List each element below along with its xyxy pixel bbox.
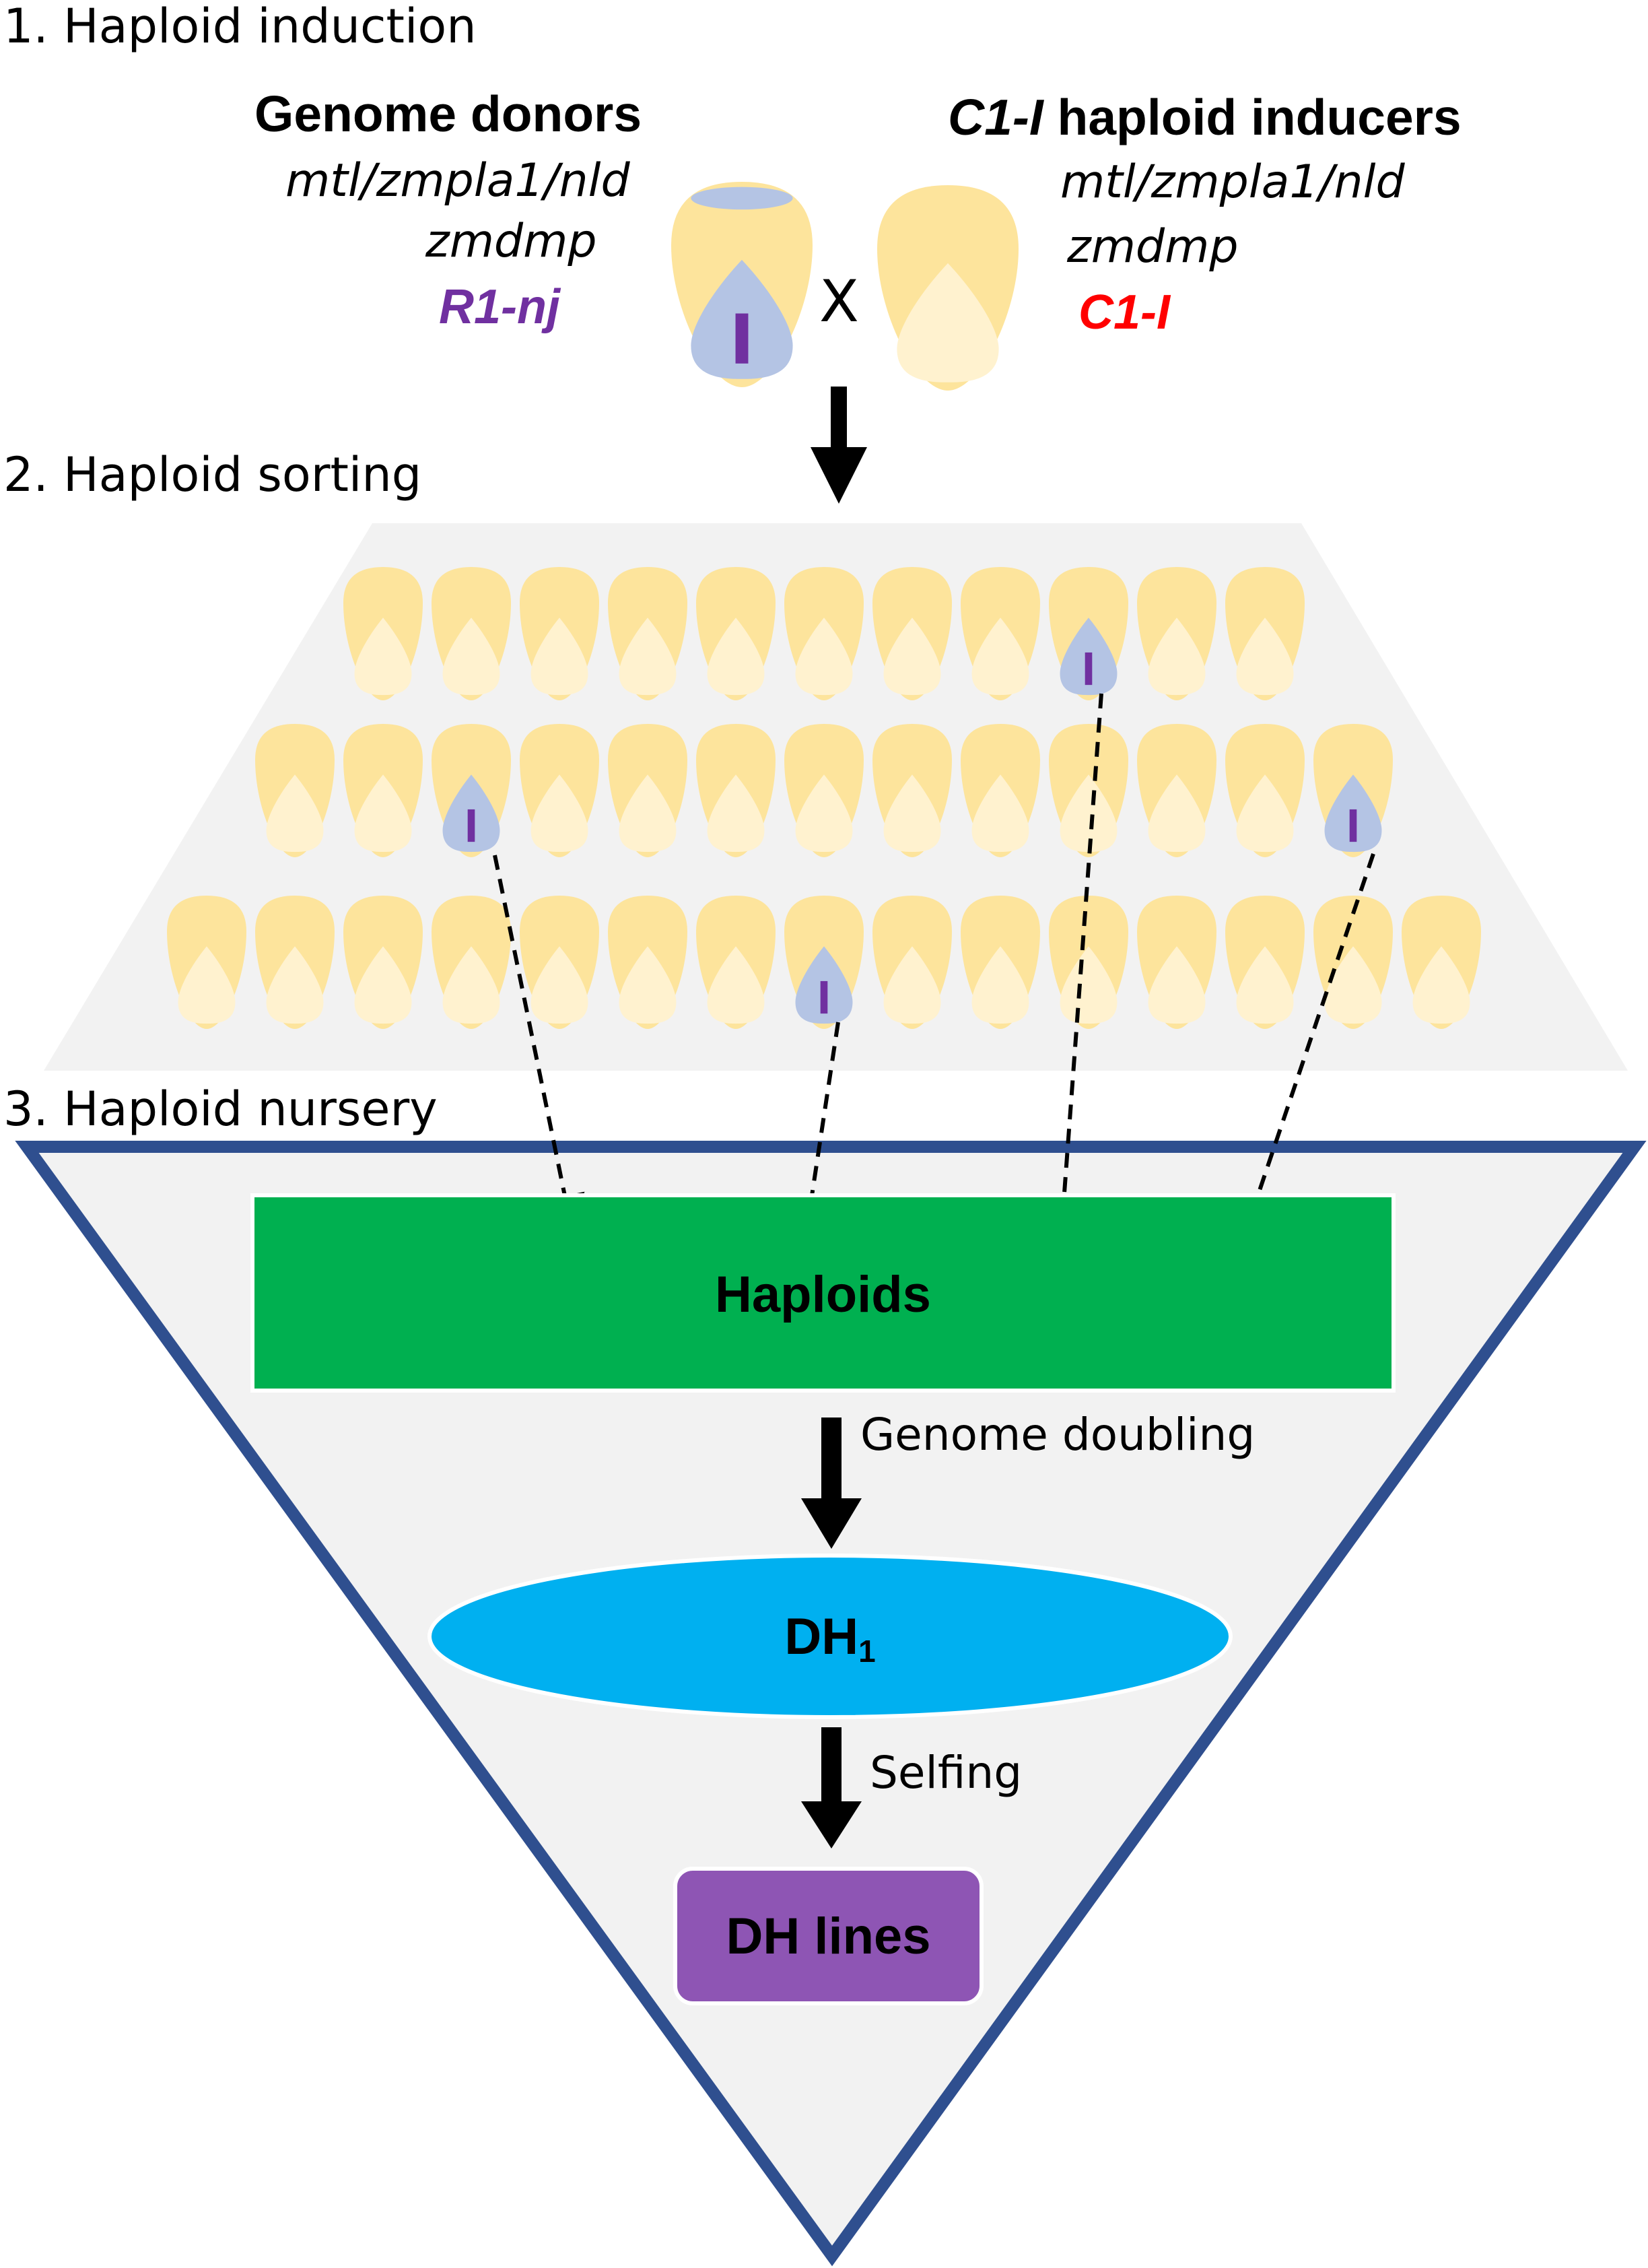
inducers-title-italic: C1-I bbox=[948, 89, 1043, 145]
step-nursery-label: 3. Haploid nursery bbox=[3, 1081, 438, 1137]
genome-doubling-label: Genome doubling bbox=[860, 1409, 1256, 1461]
step-sorting-label: 2. Haploid sorting bbox=[3, 447, 422, 502]
purple-kernel bbox=[432, 724, 511, 857]
dh-lines-box bbox=[673, 1867, 984, 2005]
yellow-kernel bbox=[255, 896, 335, 1029]
cross-symbol: X bbox=[819, 268, 859, 335]
yellow-kernel bbox=[1137, 567, 1216, 700]
yellow-kernel bbox=[1225, 724, 1305, 857]
dh1-label: DH1 bbox=[695, 1611, 965, 1667]
yellow-kernel bbox=[608, 896, 687, 1029]
yellow-kernel bbox=[343, 567, 423, 700]
inducers-genotype-1: mtl/zmpla1/nld bbox=[1060, 156, 1405, 209]
donors-marker: R1-nj bbox=[439, 280, 560, 334]
inducers-genotype-2: zmdmp bbox=[1067, 220, 1239, 273]
yellow-kernel bbox=[1137, 896, 1216, 1029]
purple-kernel bbox=[1049, 567, 1128, 700]
yellow-kernel bbox=[432, 896, 511, 1029]
dh1-label-sub: 1 bbox=[858, 1634, 876, 1669]
yellow-kernel-inducer bbox=[877, 185, 1019, 391]
purple-kernel bbox=[671, 182, 813, 387]
haploids-label: Haploids bbox=[715, 1266, 931, 1323]
yellow-kernel bbox=[1402, 896, 1481, 1029]
donors-genotype-1: mtl/zmpla1/nld bbox=[285, 154, 630, 207]
yellow-kernel bbox=[608, 567, 687, 700]
purple-kernel-donor bbox=[671, 182, 813, 387]
yellow-kernel bbox=[872, 896, 952, 1029]
dh-lines-label: DH lines bbox=[726, 1908, 931, 1965]
yellow-kernel bbox=[343, 896, 423, 1029]
yellow-kernel bbox=[343, 724, 423, 857]
purple-kernel bbox=[1313, 724, 1393, 857]
inducers-marker: C1-I bbox=[1078, 286, 1171, 339]
yellow-kernel bbox=[784, 567, 864, 700]
yellow-kernel bbox=[167, 896, 246, 1029]
yellow-kernel bbox=[872, 567, 952, 700]
yellow-kernel bbox=[432, 567, 511, 700]
yellow-kernel bbox=[520, 724, 599, 857]
yellow-kernel bbox=[1225, 896, 1305, 1029]
yellow-kernel bbox=[872, 724, 952, 857]
dh1-ellipse bbox=[427, 1554, 1233, 1719]
yellow-kernel bbox=[696, 896, 776, 1029]
dashed-arrow bbox=[790, 1022, 840, 1242]
yellow-kernel bbox=[961, 896, 1040, 1029]
yellow-kernel bbox=[520, 896, 599, 1029]
inducers-title: C1-I haploid inducers bbox=[948, 92, 1462, 143]
dashed-arrows bbox=[493, 693, 1375, 1242]
donors-genotype-2: zmdmp bbox=[425, 215, 597, 268]
yellow-kernel bbox=[520, 567, 599, 700]
yellow-kernel bbox=[1049, 896, 1128, 1029]
dashed-arrow bbox=[1236, 853, 1375, 1242]
selfing-arrow bbox=[801, 1727, 862, 1848]
purple-kernel bbox=[784, 896, 864, 1029]
yellow-kernel bbox=[961, 567, 1040, 700]
doubling-arrow bbox=[801, 1418, 862, 1549]
yellow-kernel bbox=[784, 724, 864, 857]
yellow-kernel bbox=[696, 567, 776, 700]
yellow-kernel bbox=[877, 185, 1019, 391]
yellow-kernel bbox=[961, 724, 1040, 857]
yellow-kernel bbox=[1313, 896, 1393, 1029]
yellow-kernel bbox=[696, 724, 776, 857]
haploids-box bbox=[250, 1193, 1396, 1393]
yellow-kernel bbox=[1049, 724, 1128, 857]
sorting-kernels bbox=[167, 567, 1481, 1029]
yellow-kernel bbox=[255, 724, 335, 857]
cross-to-sorting-arrow bbox=[811, 387, 867, 504]
yellow-kernel bbox=[608, 724, 687, 857]
dashed-arrow bbox=[1043, 693, 1103, 1240]
inducers-title-rest: haploid inducers bbox=[1043, 89, 1462, 145]
yellow-kernel bbox=[1137, 724, 1216, 857]
step-induction-label: 1. Haploid induction bbox=[3, 0, 477, 54]
selfing-label: Selfing bbox=[870, 1747, 1023, 1799]
dh1-label-main: DH bbox=[784, 1608, 859, 1665]
dashed-arrow bbox=[493, 855, 585, 1236]
yellow-kernel bbox=[1225, 567, 1305, 700]
donors-title: Genome donors bbox=[254, 86, 642, 142]
